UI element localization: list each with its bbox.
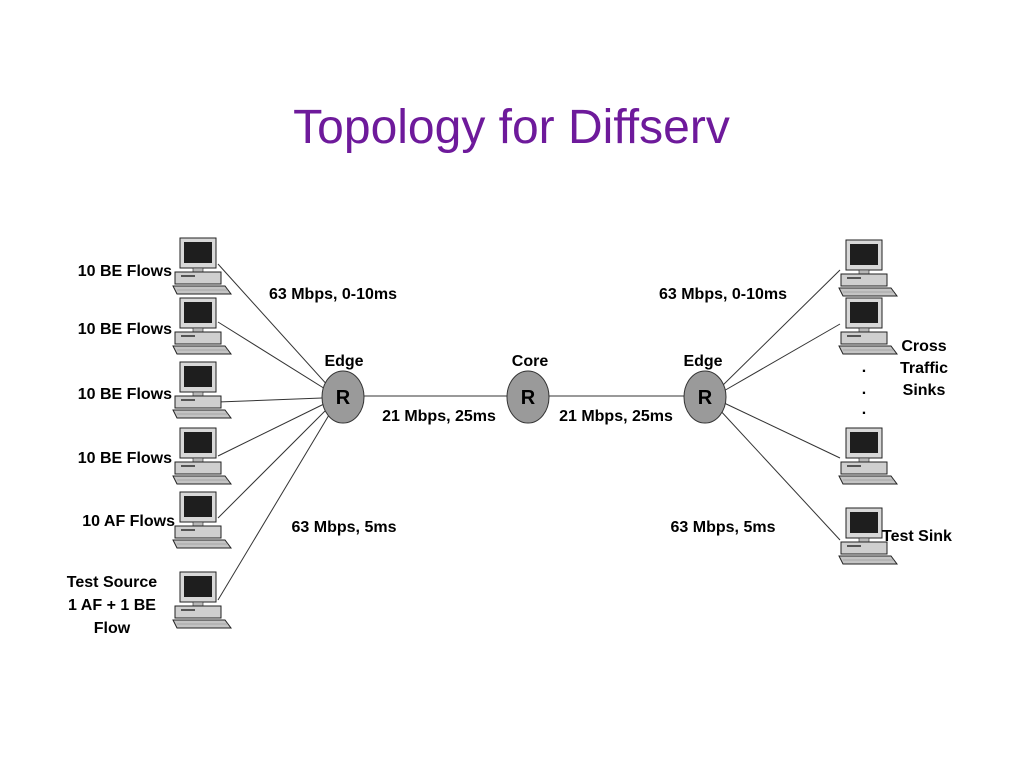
source-hosts bbox=[172, 237, 232, 629]
computer-icon bbox=[172, 361, 232, 419]
link-label: 63 Mbps, 5ms bbox=[671, 519, 776, 536]
link-source-3 bbox=[217, 397, 323, 403]
router-role-label: Edge bbox=[683, 353, 722, 370]
link-label: 21 Mbps, 25ms bbox=[559, 408, 673, 425]
router-icon bbox=[506, 370, 550, 424]
link-label: 21 Mbps, 25ms bbox=[382, 408, 496, 425]
router-edge-left: Edge R bbox=[321, 353, 365, 424]
computer-icon bbox=[838, 239, 898, 297]
sink-hosts bbox=[838, 239, 898, 565]
link-label: 63 Mbps, 0-10ms bbox=[659, 286, 787, 303]
source-label: 10 BE Flows bbox=[78, 450, 172, 467]
link-source-4 bbox=[217, 402, 327, 457]
link-label: 63 Mbps, 5ms bbox=[292, 519, 397, 536]
computer-icon bbox=[838, 297, 898, 355]
router-role-label: Core bbox=[512, 353, 549, 370]
link-label: 63 Mbps, 0-10ms bbox=[269, 286, 397, 303]
test-source-label: Flow bbox=[94, 620, 131, 637]
link-sink-2 bbox=[721, 323, 841, 393]
router-core: Core R bbox=[506, 353, 550, 424]
ellipsis-dot: . bbox=[862, 401, 866, 418]
link-test-source bbox=[217, 409, 333, 601]
sink-labels: Cross Traffic Sinks Test Sink bbox=[882, 338, 952, 545]
source-label: 10 AF Flows bbox=[82, 513, 175, 530]
source-label: 10 BE Flows bbox=[78, 263, 172, 280]
ellipsis-dot: . bbox=[862, 359, 866, 376]
link-sink-1 bbox=[719, 269, 841, 389]
sinks-ellipsis: . . . bbox=[862, 359, 866, 418]
computer-icon bbox=[172, 427, 232, 485]
source-labels: 10 BE Flows 10 BE Flows 10 BE Flows 10 B… bbox=[67, 263, 175, 637]
router-icon bbox=[683, 370, 727, 424]
router-icon bbox=[321, 370, 365, 424]
router-role-label: Edge bbox=[324, 353, 363, 370]
page-title: Topology for Diffserv bbox=[293, 101, 730, 154]
router-symbol: R bbox=[698, 387, 713, 409]
source-label: 10 BE Flows bbox=[78, 321, 172, 338]
computer-icon bbox=[838, 427, 898, 485]
cross-traffic-label: Sinks bbox=[903, 382, 946, 399]
test-sink-label: Test Sink bbox=[882, 528, 952, 545]
computer-icon bbox=[172, 237, 232, 295]
router-edge-right: Edge R bbox=[683, 353, 727, 424]
link-source-2 bbox=[217, 321, 331, 393]
cross-traffic-label: Traffic bbox=[900, 360, 948, 377]
computer-icon bbox=[172, 571, 232, 629]
router-symbol: R bbox=[521, 387, 536, 409]
test-source-label: Test Source bbox=[67, 574, 158, 591]
cross-traffic-label: Cross bbox=[901, 338, 946, 355]
links bbox=[217, 263, 841, 601]
link-test-sink bbox=[717, 407, 841, 541]
router-symbol: R bbox=[336, 387, 351, 409]
computer-icon bbox=[172, 491, 232, 549]
source-label: 10 BE Flows bbox=[78, 386, 172, 403]
ellipsis-dot: . bbox=[862, 381, 866, 398]
link-labels: 63 Mbps, 0-10ms 63 Mbps, 5ms 21 Mbps, 25… bbox=[269, 286, 787, 536]
link-source-1 bbox=[217, 263, 331, 389]
link-source-5 bbox=[217, 405, 331, 519]
test-source-label: 1 AF + 1 BE bbox=[68, 597, 156, 614]
computer-icon bbox=[172, 297, 232, 355]
link-sink-3 bbox=[721, 401, 841, 459]
